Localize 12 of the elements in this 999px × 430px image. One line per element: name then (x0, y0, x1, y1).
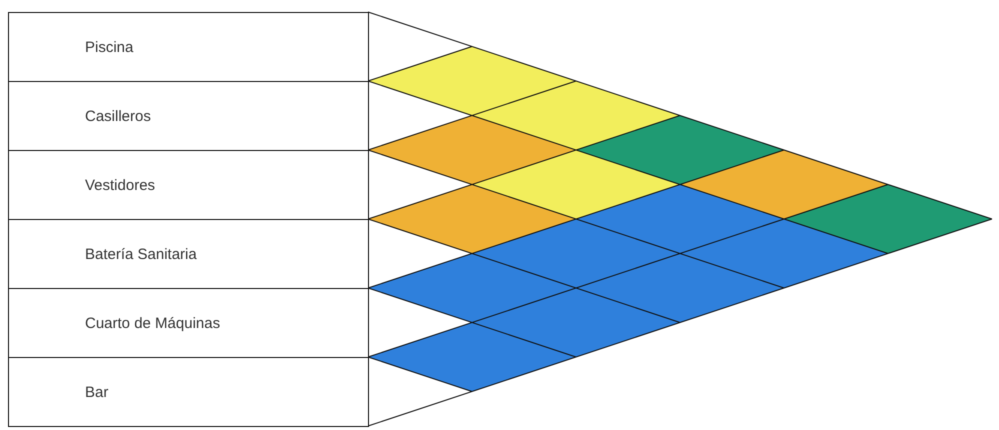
row-label: Bar (85, 384, 108, 400)
category-row (8, 81, 369, 151)
row-label: Vestidores (85, 176, 156, 194)
row-label: Cuarto de Máquinas (85, 314, 220, 332)
category-row (8, 219, 369, 289)
row-label: Batería Sanitaria (85, 246, 197, 262)
category-row (8, 357, 369, 427)
category-row (8, 288, 369, 358)
row-label: Casilleros (85, 108, 151, 124)
category-row (8, 12, 369, 82)
category-row (8, 150, 369, 220)
row-label: Piscina (85, 38, 134, 56)
